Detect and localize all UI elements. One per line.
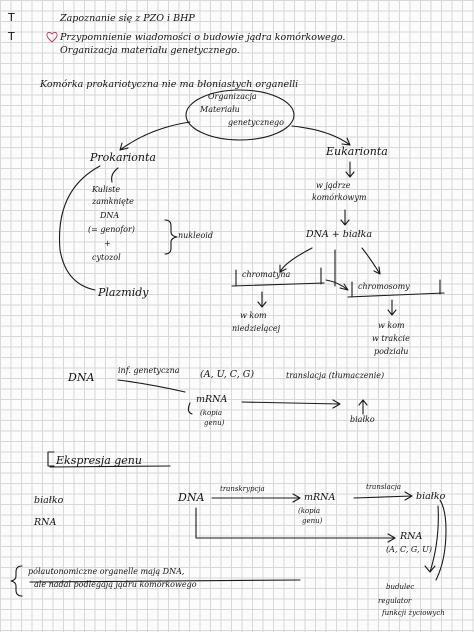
exp-protein: białko (416, 491, 446, 502)
expression-title: Ekspresja genu (56, 454, 142, 467)
euk-arrow1 (345, 161, 355, 178)
euk-arrow-right (361, 247, 381, 275)
expression-bracket (47, 451, 55, 467)
exp-function: regulator (378, 597, 412, 605)
bullet-marker: T (8, 30, 15, 43)
expression-item: białko (34, 495, 64, 506)
footnote-line2: ale nadal podlegają jądru komórkowego (34, 580, 197, 589)
dna-down-to-rna (195, 507, 396, 543)
chromatin-note: w kom (240, 311, 267, 320)
dna-to-mrna-arrow (117, 379, 186, 393)
chromosomes-label: chromosomy (358, 282, 410, 291)
bullet-marker: T (8, 11, 15, 24)
euk-location: w jądrze (316, 181, 351, 190)
arrow-to-eukaryota (291, 125, 351, 146)
mrna-to-protein-exp-arrow (353, 491, 413, 501)
exp-copy: (kopia (298, 507, 321, 515)
nucleoid-label: nukleoid (178, 231, 213, 240)
chromatin-label: chromatyna (242, 270, 291, 279)
flow-translation: translacja (tłumaczenie) (286, 371, 385, 380)
flow-mrna: mRNA (196, 394, 228, 405)
expression-underline (49, 465, 171, 468)
exp-dna: DNA (178, 491, 205, 504)
euk-arrow2 (340, 209, 350, 226)
chromatin-underline (231, 282, 325, 287)
chromo-swap-arrow (325, 279, 349, 291)
header-line2a: Przypomnienie wiadomości o budowie jądra… (60, 32, 346, 43)
center-ellipse (185, 89, 295, 141)
center-line2: Materiału (200, 105, 240, 114)
flow-dna: DNA (68, 371, 95, 384)
exp-function: budulec (386, 583, 415, 591)
proka-item: + (104, 239, 111, 248)
center-line3: genetycznego (228, 118, 284, 127)
header-line2b: Organizacja materiału genetycznego. (60, 45, 240, 56)
flow-copy: (kopia (200, 409, 223, 417)
exp-copy: genu) (302, 517, 323, 525)
proka-item: DNA (100, 211, 120, 220)
fn-brace (435, 499, 447, 581)
protein-to-functions-arrow (424, 505, 439, 573)
intro-line: Komórka prokariotyczna nie ma błoniastyc… (40, 79, 299, 90)
expression-item: RNA (34, 517, 57, 528)
footnote-line1: półautonomiczne organelle mają DNA, (28, 567, 185, 576)
proka-curve-left (58, 165, 101, 291)
center-line1: Organizacja (208, 92, 257, 101)
flow-copy: genu) (204, 419, 225, 427)
exp-rna-bases: (A, C, G, U) (386, 545, 432, 554)
proka-item: cytozol (92, 253, 121, 262)
chromosome-underline (347, 292, 445, 298)
arrow-to-prokaryota (119, 121, 191, 151)
euk-arrow-left (279, 247, 313, 273)
chromosome-note: w trakcie (372, 334, 410, 343)
chromosome-down-arrow (387, 299, 397, 316)
exp-transcription: transkrypcja (220, 485, 265, 493)
flow-protein: białko (350, 415, 375, 424)
footnote-underline (29, 579, 301, 583)
exp-function: funkcji życiowych (382, 609, 445, 617)
exp-rna: RNA (400, 531, 423, 542)
heart-doodle (46, 31, 58, 43)
prokaryota-title: Prokarionta (90, 151, 156, 164)
eukaryota-title: Eukarionta (326, 145, 388, 158)
mrna-to-protein-arrow (241, 399, 341, 409)
chromatin-down-arrow (257, 291, 267, 308)
dna-plus-protein: DNA + białka (306, 229, 373, 240)
proka-line-down (111, 167, 119, 183)
header-line1: Zapoznanie się z PZO i BHP (60, 13, 195, 24)
flow-label: inf. genetyczna (118, 366, 180, 375)
chromatin-note: niedzielącej (232, 324, 281, 333)
left-wall-arrow (187, 402, 193, 415)
bialko-up-arrow (358, 399, 368, 415)
plasmids-label: Plazmidy (98, 286, 149, 299)
dna-to-mrna-exp-arrow (211, 493, 301, 503)
exp-translation: translacja (366, 483, 402, 491)
footnote-brace (10, 565, 23, 597)
chromosome-bracket (351, 279, 441, 298)
chromosome-note: podziału (374, 347, 409, 356)
chromatin-bracket (235, 267, 322, 287)
proka-item: (= genofor) (88, 225, 135, 234)
exp-mrna: mRNA (304, 492, 336, 503)
nucleoid-brace (164, 219, 178, 255)
flow-bases: (A, U, C, G) (200, 369, 255, 380)
proka-item: zamknięte (92, 197, 134, 206)
proka-item: Kuliste (92, 185, 121, 194)
chromosome-note: w kom (378, 321, 405, 330)
euk-location: komórkowym (312, 193, 367, 202)
